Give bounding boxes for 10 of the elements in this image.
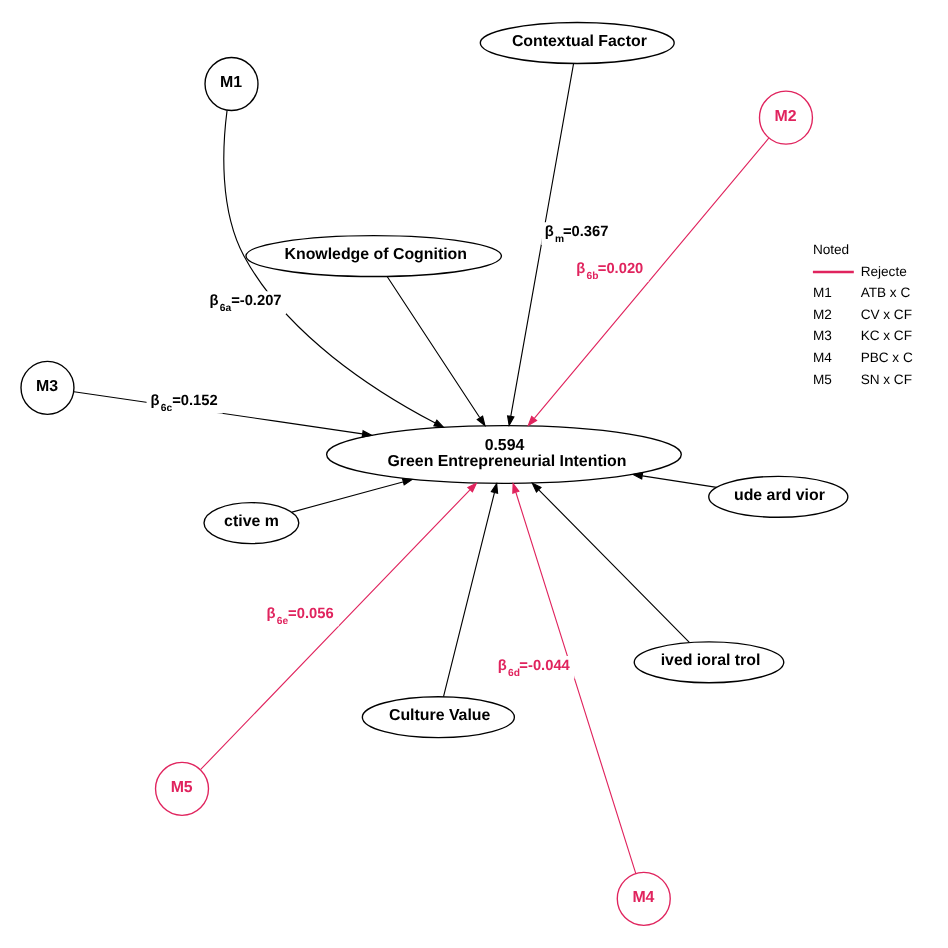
arrow [200, 481, 478, 771]
arrow [531, 482, 690, 643]
arrow [442, 481, 499, 698]
arrow [527, 137, 770, 427]
arrow [223, 109, 445, 429]
arrow [291, 478, 414, 513]
arrow [631, 472, 718, 488]
arrow [386, 275, 486, 427]
arrow [506, 63, 575, 428]
arrow [512, 481, 637, 874]
